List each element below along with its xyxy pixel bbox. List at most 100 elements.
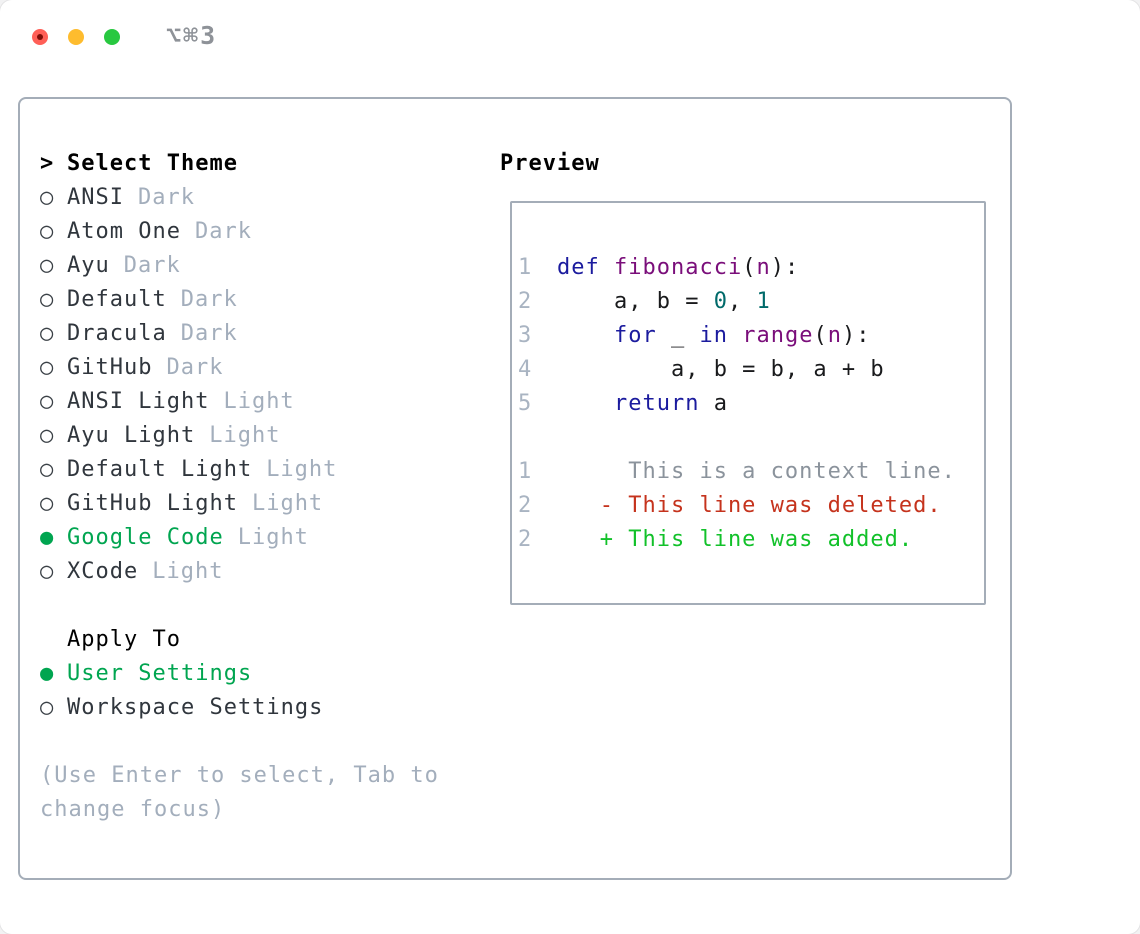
radio-icon: ○: [40, 185, 55, 210]
code-line: 5 return a: [518, 387, 984, 421]
code-line: 2 - This line was deleted.: [518, 489, 984, 523]
theme-variant-label: Light: [266, 457, 338, 482]
code-line: 3 for _ in range(n):: [518, 319, 984, 353]
code-token: [728, 323, 742, 348]
code-token: range: [742, 323, 814, 348]
code-token: ):: [841, 323, 871, 348]
code-token: for: [613, 323, 657, 348]
apply-to-heading-row: Apply To: [40, 623, 500, 657]
code-token: [600, 255, 614, 280]
theme-option-github[interactable]: ○ GitHub Dark: [40, 351, 500, 385]
code-token: a, b =: [557, 289, 714, 314]
code-token: a: [699, 391, 728, 416]
theme-variant-label: Dark: [166, 355, 224, 380]
code-line: 4 a, b = b, a + b: [518, 353, 984, 387]
option-label: GitHub Light: [67, 491, 238, 516]
theme-variant-label: Light: [152, 559, 224, 584]
theme-variant-label: Light: [251, 491, 324, 516]
theme-option-xcode[interactable]: ○ XCode Light: [40, 555, 500, 589]
line-number: 2: [518, 493, 533, 518]
code-line: 2 a, b = 0, 1: [518, 285, 984, 319]
option-label: ANSI Light: [67, 389, 210, 414]
theme-option-default-light[interactable]: ○ Default Light Light: [40, 453, 500, 487]
option-label: Atom One: [67, 219, 181, 244]
radio-icon: ○: [40, 389, 55, 414]
theme-selector-heading: >Select Theme: [40, 147, 500, 181]
theme-option-github-light[interactable]: ○ GitHub Light Light: [40, 487, 500, 521]
theme-option-ayu[interactable]: ○ Ayu Dark: [40, 249, 500, 283]
code-token: ,: [727, 289, 757, 314]
radio-selected-icon: ●: [40, 525, 55, 550]
focus-caret-icon: >: [40, 151, 55, 176]
line-number: 2: [518, 527, 533, 552]
code-line: [518, 421, 984, 455]
spacer: [40, 589, 500, 623]
radio-icon: ○: [40, 559, 55, 584]
radio-icon: ○: [40, 695, 55, 720]
radio-icon: ○: [40, 355, 55, 380]
option-label: Workspace Settings: [67, 695, 324, 720]
radio-icon: ○: [40, 219, 55, 244]
theme-variant-label: Light: [237, 525, 309, 550]
option-label: Ayu Light: [67, 423, 196, 448]
option-label: User Settings: [67, 661, 253, 686]
code-token: n: [827, 323, 842, 348]
line-number: 1: [518, 459, 533, 484]
radio-icon: ○: [40, 457, 55, 482]
code-token: _: [656, 323, 700, 348]
option-label: Google Code: [67, 525, 224, 550]
titlebar: ⌥⌘3: [0, 0, 1140, 70]
option-label: ANSI: [67, 185, 124, 210]
code-line: 1 This is a context line.: [518, 455, 984, 489]
radio-icon: ○: [40, 423, 55, 448]
apply-to-list: ● User Settings ○ Workspace Settings: [40, 657, 500, 725]
code-token: a, b = b, a + b: [557, 357, 885, 382]
code-token: [557, 391, 614, 416]
code-token: + This line was added.: [557, 527, 914, 552]
preview-title: Preview: [500, 151, 600, 176]
close-dot-icon: [37, 34, 43, 40]
code-token: 0: [713, 289, 728, 314]
line-number: 1: [518, 255, 533, 280]
close-button[interactable]: [32, 29, 48, 45]
theme-variant-label: Dark: [137, 185, 195, 210]
code-token: ):: [770, 255, 800, 280]
code-token: return: [613, 391, 700, 416]
zoom-button[interactable]: [104, 29, 120, 45]
apply-to-title: Apply To: [67, 627, 181, 652]
code-token: in: [699, 323, 728, 348]
option-label: GitHub: [67, 355, 153, 380]
theme-option-ansi[interactable]: ○ ANSI Dark: [40, 181, 500, 215]
line-number: 4: [518, 357, 533, 382]
theme-option-google-code[interactable]: ● Google Code Light: [40, 521, 500, 555]
radio-icon: ○: [40, 253, 55, 278]
code-token: fibonacci: [614, 255, 743, 280]
apply-option-workspace-settings[interactable]: ○ Workspace Settings: [40, 691, 500, 725]
radio-icon: ○: [40, 491, 55, 516]
radio-icon: ○: [40, 321, 55, 346]
window-title: ⌥⌘3: [166, 21, 218, 50]
theme-variant-label: Light: [209, 423, 281, 448]
apply-option-user-settings[interactable]: ● User Settings: [40, 657, 500, 691]
radio-icon: ○: [40, 287, 55, 312]
option-label: Ayu: [67, 253, 110, 278]
theme-variant-label: Dark: [123, 253, 181, 278]
line-number: 3: [518, 323, 533, 348]
option-label: Default Light: [67, 457, 253, 482]
option-label: XCode: [67, 559, 139, 584]
theme-option-ayu-light[interactable]: ○ Ayu Light Light: [40, 419, 500, 453]
theme-variant-label: Dark: [180, 287, 238, 312]
theme-variant-label: Dark: [180, 321, 238, 346]
code-token: 1: [756, 289, 771, 314]
minimize-button[interactable]: [68, 29, 84, 45]
radio-selected-icon: ●: [40, 661, 55, 686]
code-line: 2 + This line was added.: [518, 523, 984, 557]
line-number: 2: [518, 289, 533, 314]
code-token: (: [742, 255, 757, 280]
